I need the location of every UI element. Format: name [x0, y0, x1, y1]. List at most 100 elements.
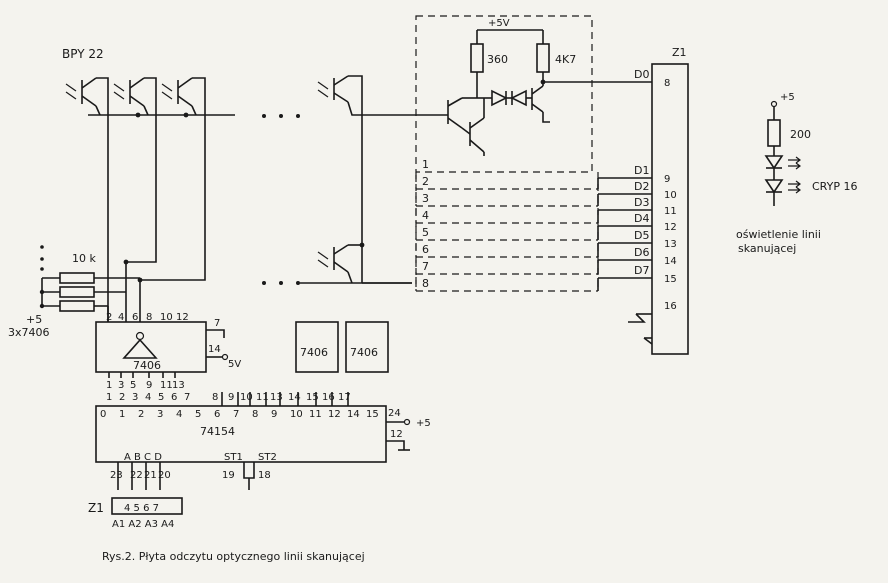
hex-inverter-label: 3x7406: [8, 326, 50, 339]
pin7-label: 7: [214, 318, 220, 329]
u74154-label: 74154: [200, 425, 235, 438]
p18-label: 18: [258, 470, 271, 481]
scan-line-number-8: 8: [422, 277, 429, 290]
u7406-b-label: 7406: [300, 346, 328, 359]
plus5-dec-label: +5: [416, 418, 431, 429]
a-labels: A1 A2 A3 A4: [112, 519, 174, 530]
scan-line-number-6: 6: [422, 243, 429, 256]
r200-label: 200: [790, 128, 811, 141]
p23-label: 23: [110, 470, 123, 481]
dec-top-pin-8: 8: [212, 392, 218, 403]
led-chain: +5 200 CRYP 16 oświetlenie linii skanują…: [736, 92, 857, 255]
phototransistor-n-top: [317, 75, 412, 283]
scan-line-number-1: 1: [422, 158, 429, 171]
z1-pin-8: 8: [664, 78, 670, 89]
data-line-D4: D4: [634, 212, 649, 225]
phototransistor-array: [65, 77, 235, 322]
v5-small-label: 5V: [228, 359, 241, 370]
abcd-label: A B C D: [124, 452, 162, 463]
inv-bottom-pin-11: 11: [160, 380, 173, 391]
data-line-D2: D2: [634, 180, 649, 193]
r10k-label: 10 k: [72, 252, 96, 265]
p22-label: 22: [130, 470, 143, 481]
dec-output-6: 6: [214, 409, 220, 420]
z1-pin-14: 14: [664, 256, 677, 267]
ellipsis-bottom: [262, 281, 300, 285]
z1-connector: [651, 63, 689, 355]
dec-output-10: 10: [290, 409, 303, 420]
bpy-label: BPY 22: [62, 47, 104, 61]
dec-top-pin-10: 10: [240, 392, 253, 403]
dec-output-2: 2: [138, 409, 144, 420]
scan-line-number-5: 5: [422, 226, 429, 239]
inv-bottom-pin-1: 1: [106, 380, 112, 391]
r360-label: 360: [487, 53, 508, 66]
inverter-7406-c: 7406: [345, 321, 389, 373]
dec-output-9: 9: [271, 409, 277, 420]
dec-top-pin-15: 15: [306, 392, 319, 403]
inv-bottom-pin-b-3: 3: [132, 392, 138, 403]
z1-pin16-ground: [628, 313, 653, 345]
z1-pin-15: 15: [664, 274, 677, 285]
st2-label: ST2: [258, 452, 277, 463]
dec-top-pin-13: 13: [270, 392, 283, 403]
inv-top-pin-2: 2: [106, 312, 112, 323]
z1-pin-16: 16: [664, 301, 677, 312]
data-line-D7: D7: [634, 264, 649, 277]
inv-bottom-pin-5: 5: [130, 380, 136, 391]
pullup-resistor-bank: 10 k +5 3x7406: [8, 245, 140, 339]
inv-top-pin-12: 12: [176, 312, 189, 323]
phototransistor-1: [65, 77, 109, 322]
dec-top-pin-14: 14: [288, 392, 301, 403]
inv-bottom-pin-b-5: 5: [158, 392, 164, 403]
z1-pin-12: 12: [664, 222, 677, 233]
dec-output-0: 0: [100, 409, 106, 420]
dec-output-14: 14: [347, 409, 360, 420]
dec-output-7: 7: [233, 409, 239, 420]
plus5-left-label: +5: [26, 313, 42, 326]
inv-top-pin-6: 6: [132, 312, 138, 323]
inv-bottom-pin-3: 3: [118, 380, 124, 391]
p21-label: 21: [144, 470, 157, 481]
scan-line-number-7: 7: [422, 260, 429, 273]
st1-label: ST1: [224, 452, 243, 463]
data-line-D0: D0: [634, 68, 649, 81]
data-line-D6: D6: [634, 246, 649, 259]
amplifier-block-outline: [415, 15, 593, 173]
data-line-D5: D5: [634, 229, 649, 242]
inv-bottom-pin-13: 13: [172, 380, 185, 391]
dec-output-12: 12: [328, 409, 341, 420]
dec-top-pin-11: 11: [256, 392, 269, 403]
dec-output-11: 11: [309, 409, 322, 420]
z1-address-connector: Z1 4 5 6 7 A1 A2 A3 A4: [88, 497, 183, 530]
inverter-7406-b: 7406: [295, 321, 339, 373]
z1-bottom-pins: 4 5 6 7: [124, 503, 159, 514]
scan-line-number-3: 3: [422, 192, 429, 205]
data-line-D3: D3: [634, 196, 649, 209]
figure-caption: Rys.2. Płyta odczytu optycznego linii sk…: [102, 550, 365, 563]
pin14-label: 14: [208, 344, 221, 355]
dec-output-1: 1: [119, 409, 125, 420]
p20-label: 20: [158, 470, 171, 481]
inv-top-pin-8: 8: [146, 312, 152, 323]
inv-top-pin-10: 10: [160, 312, 173, 323]
dec-output-15: 15: [366, 409, 379, 420]
u7406-c-label: 7406: [350, 346, 378, 359]
dec-top-pin-16: 16: [322, 392, 335, 403]
phototransistor-2: [113, 77, 157, 322]
dec-top-pin-17: 17: [338, 392, 351, 403]
z1-top-label: Z1: [672, 46, 687, 59]
cryp-label: CRYP 16: [812, 180, 857, 193]
phototransistor-n-bottom: [300, 242, 412, 284]
z1-pin-9: 9: [664, 174, 670, 185]
pin24-label: 24: [388, 408, 401, 419]
caption-right-2: skanującej: [738, 242, 796, 255]
r4k7-label: 4K7: [555, 53, 576, 66]
led-plus5-label: +5: [780, 92, 795, 103]
inv-bottom-pin-b-2: 2: [119, 392, 125, 403]
